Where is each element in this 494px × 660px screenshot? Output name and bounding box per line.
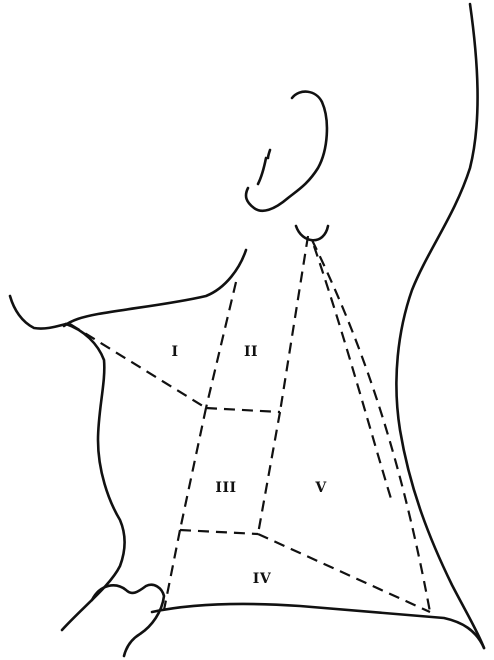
- boundary-scm-anterior-middle: [180, 408, 206, 530]
- boundary-level-1-anterior: [70, 324, 206, 408]
- label-level-4: IV: [253, 571, 272, 587]
- boundary-cricoid-line: [180, 530, 258, 534]
- clavicle-contour: [152, 604, 484, 648]
- ear-helix: [246, 92, 327, 211]
- label-level-5: V: [314, 480, 327, 496]
- clavicle-medial-head: [92, 585, 164, 656]
- boundary-posterior-triangle-inner: [314, 246, 392, 502]
- boundary-level-4-5-oblique: [258, 534, 430, 612]
- ear-lobe-notch: [296, 226, 328, 240]
- boundary-scm-anterior-upper: [206, 282, 236, 408]
- boundary-scm-posterior-middle: [258, 412, 280, 534]
- boundary-hyoid-line: [206, 408, 280, 412]
- chin-lip-contour: [10, 296, 66, 329]
- ear-antihelix: [258, 158, 266, 184]
- boundary-trapezius-anterior: [312, 240, 430, 612]
- label-level-2: II: [244, 344, 258, 360]
- label-level-1: I: [171, 344, 178, 360]
- ear-antihelix-tip: [268, 150, 270, 158]
- mandible-line: [64, 250, 246, 326]
- posterior-neck-contour: [396, 4, 484, 648]
- label-level-3: III: [215, 480, 236, 496]
- anterior-neck-contour: [62, 324, 125, 630]
- boundary-scm-anterior-lower: [164, 530, 180, 610]
- boundary-scm-posterior-upper: [280, 236, 308, 412]
